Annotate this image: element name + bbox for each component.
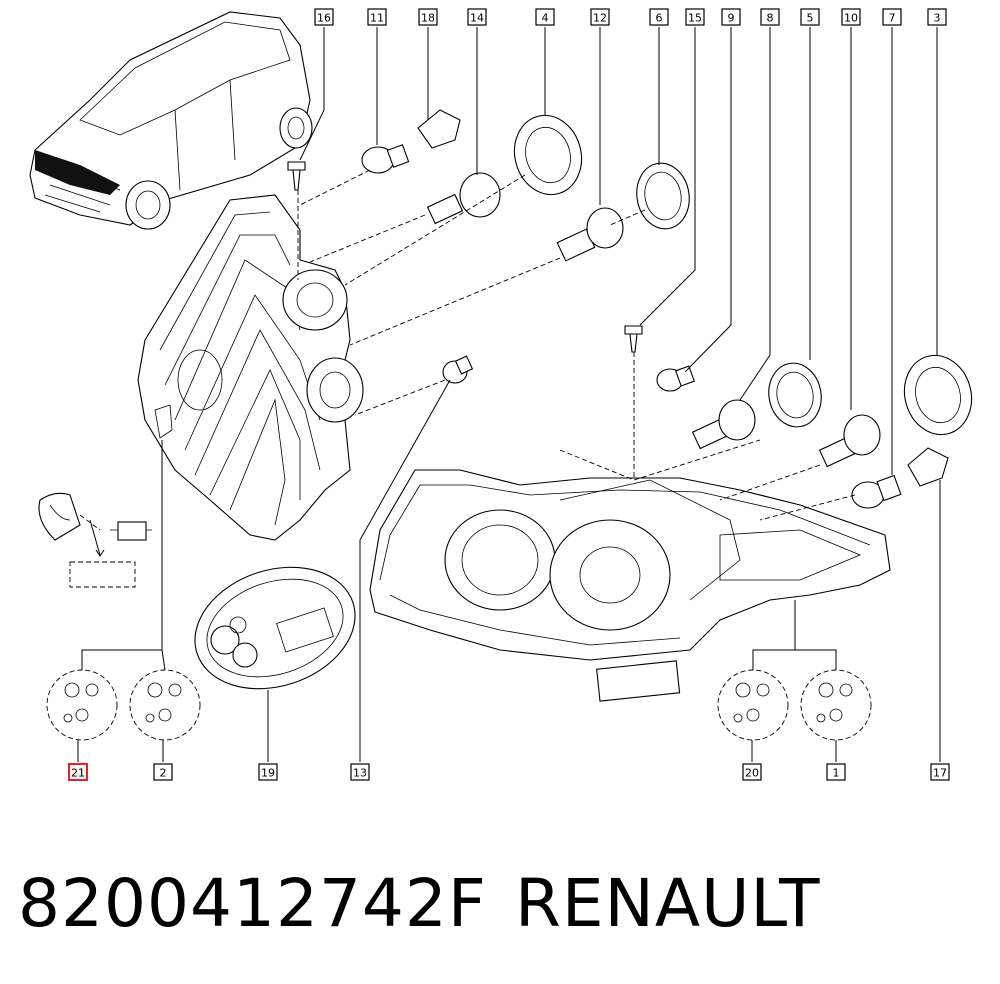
callout-row-top: 16 11 18 14 4 12 6 15 9 8 5 10 7 3 [314,8,947,26]
callout-label: 2 [160,767,167,780]
headlamp-housing-front [369,469,891,702]
callout-20: 20 [742,763,762,781]
callout-label: 20 [745,767,759,780]
callout-6: 6 [649,8,669,26]
callout-2: 2 [153,763,173,781]
callout-label: 11 [370,12,384,25]
callout-label: 18 [421,12,435,25]
callout-14: 14 [467,8,487,26]
callout-label: 5 [807,12,814,25]
callout-label: 8 [767,12,774,25]
bulb-set-groups [46,669,872,741]
callout-1: 1 [826,763,846,781]
callout-9: 9 [721,8,741,26]
leader-lines [77,27,941,762]
callout-3: 3 [927,8,947,26]
callout-4: 4 [535,8,555,26]
callout-label: 1 [833,767,840,780]
callout-21: 21 [68,763,88,781]
brand-name: RENAULT [515,865,820,942]
callout-label: 21 [71,767,85,780]
callout-11: 11 [367,8,387,26]
callout-label: 17 [933,767,947,780]
callout-label: 14 [470,12,484,25]
bulb-kit-case [194,566,356,690]
callout-13: 13 [350,763,370,781]
exploded-parts [287,109,973,521]
vehicle-overview-illustration [29,11,313,230]
side-bulb-detail [38,492,152,588]
callout-17: 17 [930,763,950,781]
callout-label: 7 [889,12,896,25]
callout-8: 8 [760,8,780,26]
callout-label: 12 [593,12,607,25]
callout-18: 18 [418,8,438,26]
callout-7: 7 [882,8,902,26]
part-number: 8200412742F [18,865,487,942]
callout-15: 15 [685,8,705,26]
callout-label: 6 [656,12,663,25]
callout-label: 3 [934,12,941,25]
callout-12: 12 [590,8,610,26]
callout-label: 4 [542,12,549,25]
callout-row-bottom: 21 2 19 13 20 1 17 [68,763,950,781]
callout-10: 10 [841,8,861,26]
callout-16: 16 [314,8,334,26]
callout-label: 19 [261,767,275,780]
callout-label: 15 [688,12,702,25]
callout-19: 19 [258,763,278,781]
callout-label: 9 [728,12,735,25]
callout-label: 10 [844,12,858,25]
headlamp-housing-rear [137,194,364,541]
callout-5: 5 [800,8,820,26]
callout-label: 13 [353,767,367,780]
callout-label: 16 [317,12,331,25]
